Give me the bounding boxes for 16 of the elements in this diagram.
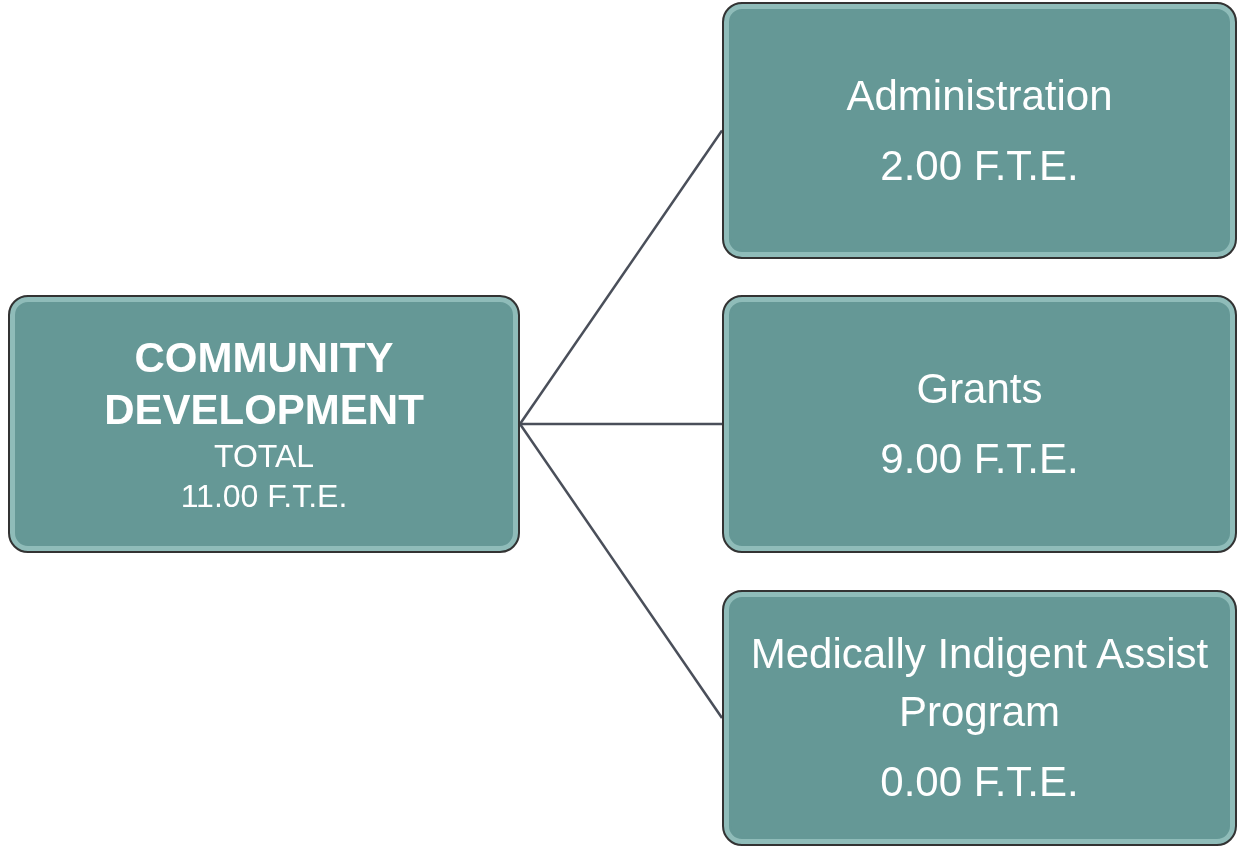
node-text: 11.00 F.T.E. bbox=[180, 477, 348, 516]
org-box bbox=[722, 295, 1237, 553]
org-box bbox=[722, 590, 1237, 846]
connector-line bbox=[520, 422, 722, 426]
node-text: COMMUNITY DEVELOPMENT bbox=[103, 333, 425, 435]
org-box bbox=[722, 2, 1237, 259]
node-text: 0.00 F.T.E. bbox=[880, 757, 1079, 807]
connector-line bbox=[518, 423, 724, 719]
node-text: Grants bbox=[916, 364, 1043, 414]
node-text: Medically Indigent Assist Program bbox=[749, 629, 1210, 737]
org-box bbox=[8, 295, 520, 553]
node-text: 2.00 F.T.E. bbox=[880, 140, 1079, 191]
node-text: TOTAL bbox=[213, 437, 315, 476]
node-text: 9.00 F.T.E. bbox=[880, 434, 1079, 484]
connector-line bbox=[518, 129, 724, 425]
node-text: Administration bbox=[846, 70, 1113, 121]
